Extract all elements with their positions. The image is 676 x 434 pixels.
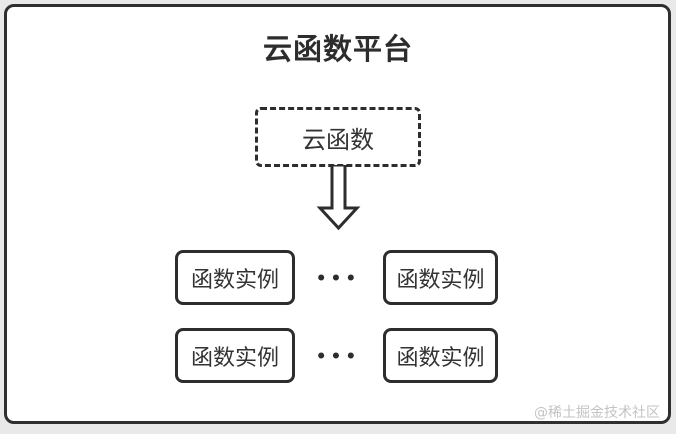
ellipsis-dots: ••• (315, 347, 361, 367)
cloud-function-node: 云函数 (255, 107, 421, 167)
function-instance-label: 函数实例 (396, 345, 485, 371)
function-instance-node: 函数实例 (175, 328, 295, 383)
function-instance-node: 函数实例 (175, 250, 295, 305)
watermark: @稀土掘金技术社区 (534, 405, 660, 421)
function-instance-label: 函数实例 (190, 345, 279, 371)
ellipsis-dots: ••• (315, 269, 361, 289)
function-instance-node: 函数实例 (383, 328, 498, 383)
function-instance-label: 函数实例 (190, 267, 279, 293)
function-instance-node: 函数实例 (383, 250, 498, 305)
diagram-title: 云函数平台 (262, 32, 413, 66)
cloud-function-label: 云函数 (302, 125, 374, 154)
down-arrow-icon (316, 165, 361, 231)
function-instance-label: 函数实例 (396, 267, 485, 293)
